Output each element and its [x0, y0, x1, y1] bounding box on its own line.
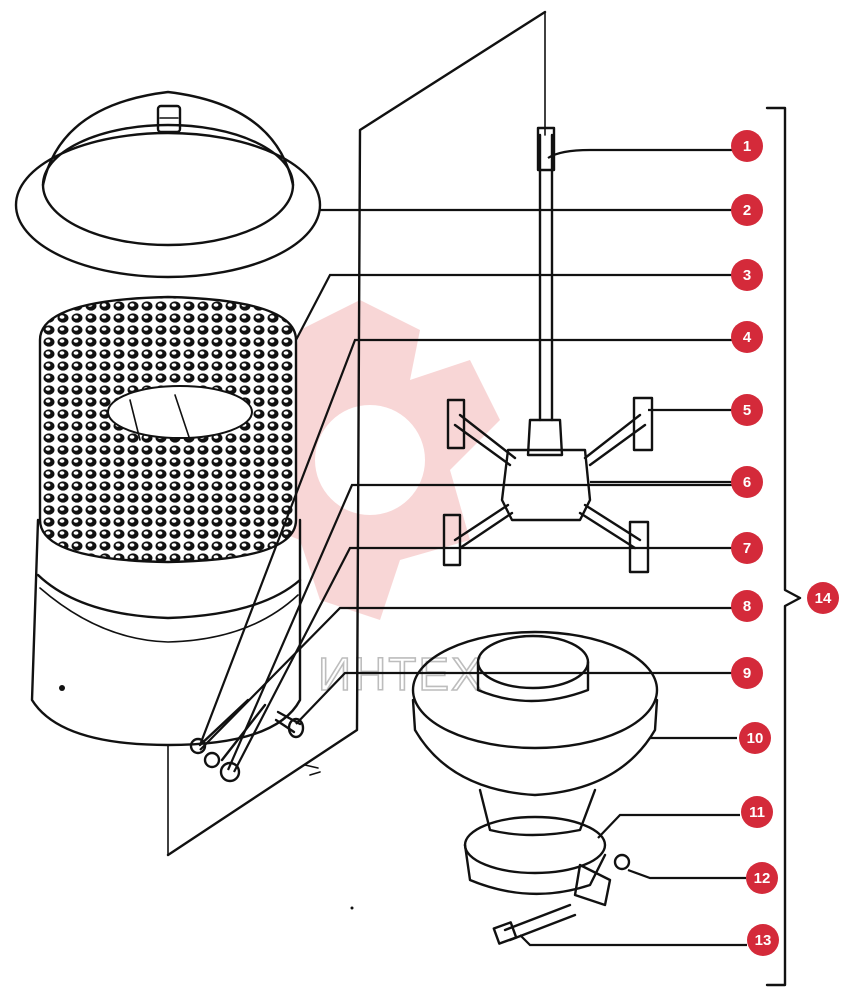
callout-4: 4	[731, 321, 763, 353]
callout-3-number: 3	[743, 267, 751, 284]
scan-marks	[304, 764, 354, 910]
assembly-frame-lines	[166, 10, 547, 857]
callout-2-number: 2	[743, 202, 751, 219]
callout-9: 9	[731, 657, 763, 689]
housing-body	[30, 518, 305, 783]
callout-1-number: 1	[743, 138, 751, 155]
callout-11-number: 11	[749, 804, 765, 821]
callout-14: 14	[807, 582, 839, 614]
callout-2: 2	[731, 194, 763, 226]
callout-12: 12	[746, 862, 778, 894]
clamp-band	[463, 815, 631, 945]
callout-7: 7	[731, 532, 763, 564]
callout-13-number: 13	[755, 932, 772, 949]
group-bracket	[765, 106, 802, 987]
outlet-cap	[411, 630, 659, 837]
callout-10: 10	[739, 722, 771, 754]
callout-11: 11	[741, 796, 773, 828]
callout-5: 5	[731, 394, 763, 426]
mesh-screen	[38, 295, 298, 564]
callout-6: 6	[731, 466, 763, 498]
callout-9-number: 9	[743, 665, 751, 682]
center-rod	[536, 126, 556, 422]
lid-cap	[14, 90, 322, 279]
callout-10-number: 10	[747, 730, 764, 747]
callout-14-number: 14	[815, 590, 832, 607]
watermark-logo	[230, 300, 500, 620]
callout-5-number: 5	[743, 402, 751, 419]
callout-1: 1	[731, 130, 763, 162]
callout-12-number: 12	[754, 870, 771, 887]
callout-7-number: 7	[743, 540, 751, 557]
callout-8-number: 8	[743, 598, 751, 615]
callout-6-number: 6	[743, 474, 751, 491]
callout-13: 13	[747, 924, 779, 956]
callout-8: 8	[731, 590, 763, 622]
callout-3: 3	[731, 259, 763, 291]
callout-4-number: 4	[743, 329, 752, 346]
leader-lines	[198, 148, 747, 947]
